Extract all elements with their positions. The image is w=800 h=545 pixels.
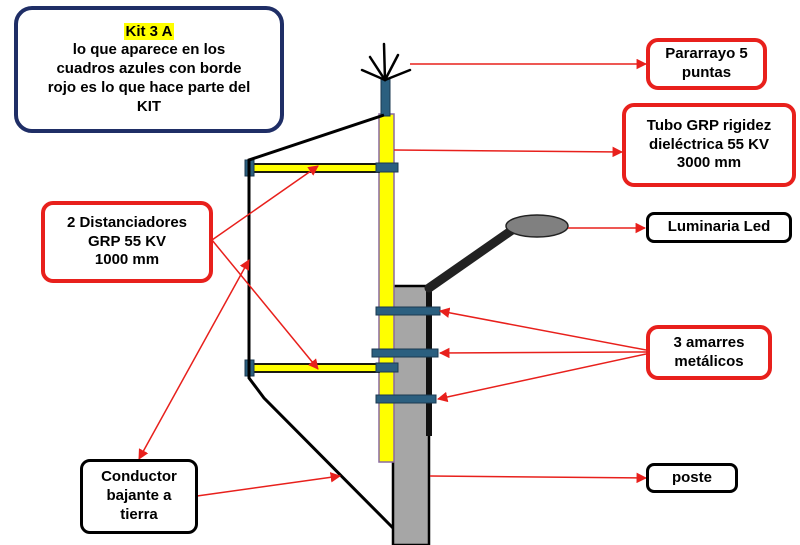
spacer-top-pole-clamp (375, 162, 399, 173)
label-amarres: 3 amarres metálicos (646, 325, 772, 380)
pole (391, 284, 431, 545)
pole-cable-strip (426, 286, 432, 436)
arrow-poste (429, 472, 648, 484)
arrow-tubo (393, 146, 624, 158)
label-distanciadores: 2 Distanciadores GRP 55 KV 1000 mm (41, 201, 213, 283)
kit-description-line-3: rojo es lo que hace parte del (47, 78, 251, 96)
spacer-bottom-pole-clamp (375, 362, 399, 373)
arrow-amarre-2 (438, 347, 647, 359)
kit-description-line-1: lo que aparece en los (72, 41, 226, 59)
arrow-conductor-to-line (196, 472, 342, 497)
lightning-rod-mast (380, 77, 391, 117)
arrow-amarre-1 (438, 307, 647, 351)
label-conductor: Conductor bajante a tierra (80, 459, 198, 534)
lightning-rod-spikes (360, 42, 412, 82)
arrow-conductor-double (138, 259, 250, 460)
kit-description-line-2: cuadros azules con borde (56, 60, 242, 78)
label-poste: poste (646, 463, 738, 493)
metal-clamp-2 (371, 348, 439, 358)
label-luminaria: Luminaria Led (646, 212, 792, 243)
label-pararrayo: Pararrayo 5 puntas (646, 38, 767, 90)
down-conductor (247, 113, 395, 530)
kit-description-box: Kit 3 A lo que aparece en los cuadros az… (14, 6, 284, 133)
luminaire-arm (424, 223, 520, 293)
arrow-amarre-3 (436, 353, 647, 403)
label-tubo-grp: Tubo GRP rigidez dieléctrica 55 KV 3000 … (622, 103, 796, 187)
metal-clamp-1 (375, 306, 441, 316)
metal-clamp-3 (375, 394, 437, 404)
callout-arrows (138, 58, 648, 497)
arrow-distanciador-top (211, 165, 319, 241)
luminaire-head (505, 214, 569, 238)
kit-description-line-4: KIT (136, 97, 162, 115)
arrow-distanciador-bottom (211, 239, 319, 370)
kit-title: Kit 3 A (123, 22, 175, 40)
